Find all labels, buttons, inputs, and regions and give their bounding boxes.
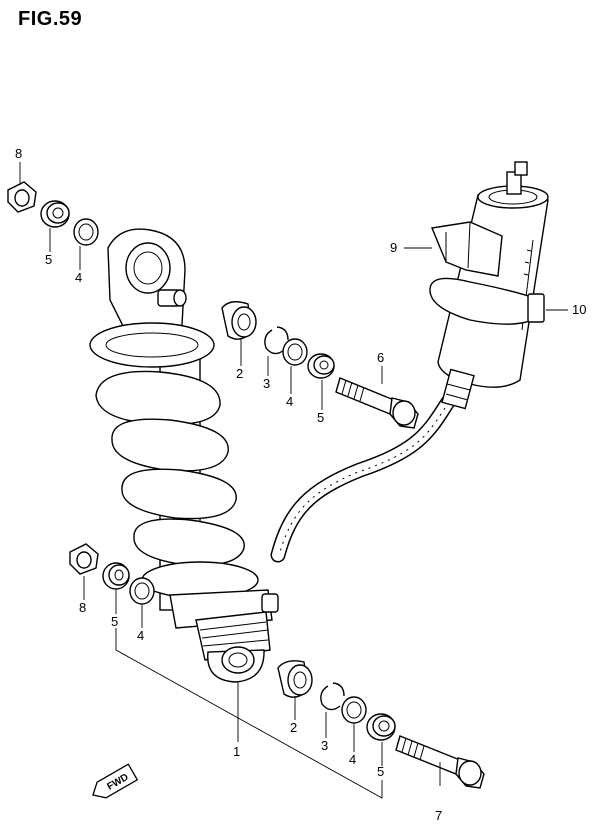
washer-part-4-lower-right (341, 696, 367, 724)
callout-9: 9 (390, 240, 397, 255)
callout-5-upper: 5 (45, 252, 52, 267)
top-mount-eye (107, 228, 187, 335)
circlip-part-3-lower (320, 682, 345, 711)
callout-4-upper: 4 (75, 270, 82, 285)
callout-3-lower: 3 (321, 738, 328, 753)
fwd-direction-badge: FWD (92, 763, 139, 799)
collar-part-5-upper (40, 200, 70, 228)
lower-clevis (169, 589, 279, 683)
nut-part-8-lower (69, 543, 99, 575)
callout-4-lower-right: 4 (349, 752, 356, 767)
bushing-part-2-upper (221, 301, 257, 340)
bolt-part-7 (395, 735, 485, 789)
callout-5-right: 5 (317, 410, 324, 425)
washer-part-4-upper (73, 218, 99, 246)
washer-part-4-right (282, 338, 308, 366)
callout-2-lower: 2 (290, 720, 297, 735)
collar-part-5-lower-right (366, 713, 396, 741)
collar-part-5-lower-left (102, 562, 130, 590)
circlip-part-3-upper (264, 326, 289, 355)
callout-5-lower-left: 5 (111, 614, 118, 629)
callout-10: 10 (572, 302, 586, 317)
callout-8-lower: 8 (79, 600, 86, 615)
coil-spring (89, 322, 259, 599)
reservoir-hose (270, 394, 456, 563)
callout-6: 6 (377, 350, 384, 365)
nut-part-8-upper (7, 181, 37, 213)
callout-7: 7 (435, 808, 442, 823)
figure-title: FIG.59 (18, 8, 83, 30)
collar-part-5-right (307, 353, 335, 379)
bolt-part-6 (335, 377, 419, 429)
callout-5-lower-right: 5 (377, 764, 384, 779)
washer-part-4-lower-left (129, 577, 155, 605)
callout-2-upper: 2 (236, 366, 243, 381)
callouts: 8 5 4 9 10 2 3 4 5 6 8 5 4 1 2 3 4 5 7 (15, 146, 586, 823)
bushing-part-2-lower (277, 660, 313, 698)
callout-1: 1 (233, 744, 240, 759)
callout-4-right: 4 (286, 394, 293, 409)
leader-lines (19, 162, 568, 799)
callout-4-lower-left: 4 (137, 628, 144, 643)
callout-3-upper: 3 (263, 376, 270, 391)
callout-8-upper: 8 (15, 146, 22, 161)
